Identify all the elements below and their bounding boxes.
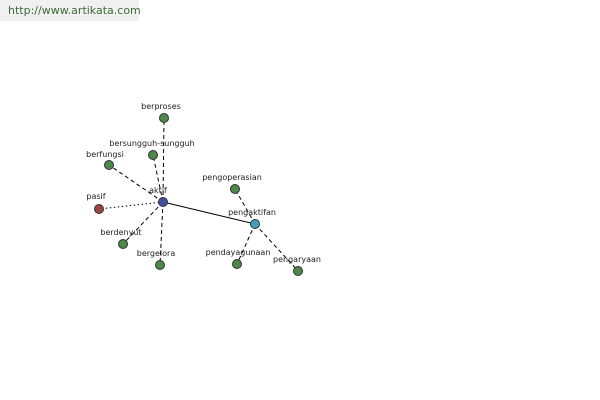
edge-aktif-pengaktifan	[162, 201, 256, 225]
node-pengaryaan[interactable]	[293, 266, 303, 276]
edge-aktif-bergelora	[159, 201, 164, 266]
node-aktif[interactable]	[158, 197, 168, 207]
node-berproses[interactable]	[159, 113, 169, 123]
node-pengaktifan[interactable]	[250, 219, 260, 229]
edge-pengaktifan-pendayagunaan	[236, 223, 256, 265]
source-url-text: http://www.artikata.com	[8, 4, 141, 17]
graph-nodes	[94, 113, 303, 276]
edge-aktif-berfungsi	[108, 164, 164, 203]
node-label-berfungsi[interactable]: berfungsi	[86, 150, 124, 159]
node-pasif[interactable]	[94, 204, 104, 214]
node-label-pasif[interactable]: pasif	[86, 192, 105, 201]
node-label-bersungguh[interactable]: bersungguh-sungguh	[109, 139, 194, 148]
node-pengoperasian[interactable]	[230, 184, 240, 194]
edge-aktif-berdenyut	[122, 201, 164, 245]
node-label-berdenyut[interactable]: berdenyut	[100, 228, 141, 237]
edge-aktif-bersungguh	[152, 154, 164, 203]
graph-edges	[98, 117, 299, 272]
node-bersungguh[interactable]	[148, 150, 158, 160]
edge-aktif-berproses	[162, 117, 165, 203]
node-bergelora[interactable]	[155, 260, 165, 270]
node-label-pendayagunaan[interactable]: pendayagunaan	[206, 248, 271, 257]
node-berfungsi[interactable]	[104, 160, 114, 170]
node-pendayagunaan[interactable]	[232, 259, 242, 269]
source-url-banner: http://www.artikata.com	[0, 0, 141, 21]
node-label-bergelora[interactable]: bergelora	[137, 249, 176, 258]
node-label-aktif[interactable]: aktif	[149, 186, 167, 195]
node-label-pengaryaan[interactable]: pengaryaan	[273, 255, 321, 264]
node-label-berproses[interactable]: berproses	[141, 102, 181, 111]
edge-aktif-pasif	[98, 201, 164, 210]
graph-labels: aktif pengaktifan pasif berproses bersungguh…	[86, 102, 321, 264]
edge-pengaktifan-pengoperasian	[234, 188, 256, 225]
node-berdenyut[interactable]	[118, 239, 128, 249]
node-label-pengoperasian[interactable]: pengoperasian	[202, 173, 262, 182]
edge-pengaktifan-pengaryaan	[254, 223, 299, 272]
node-label-pengaktifan[interactable]: pengaktifan	[228, 208, 276, 217]
